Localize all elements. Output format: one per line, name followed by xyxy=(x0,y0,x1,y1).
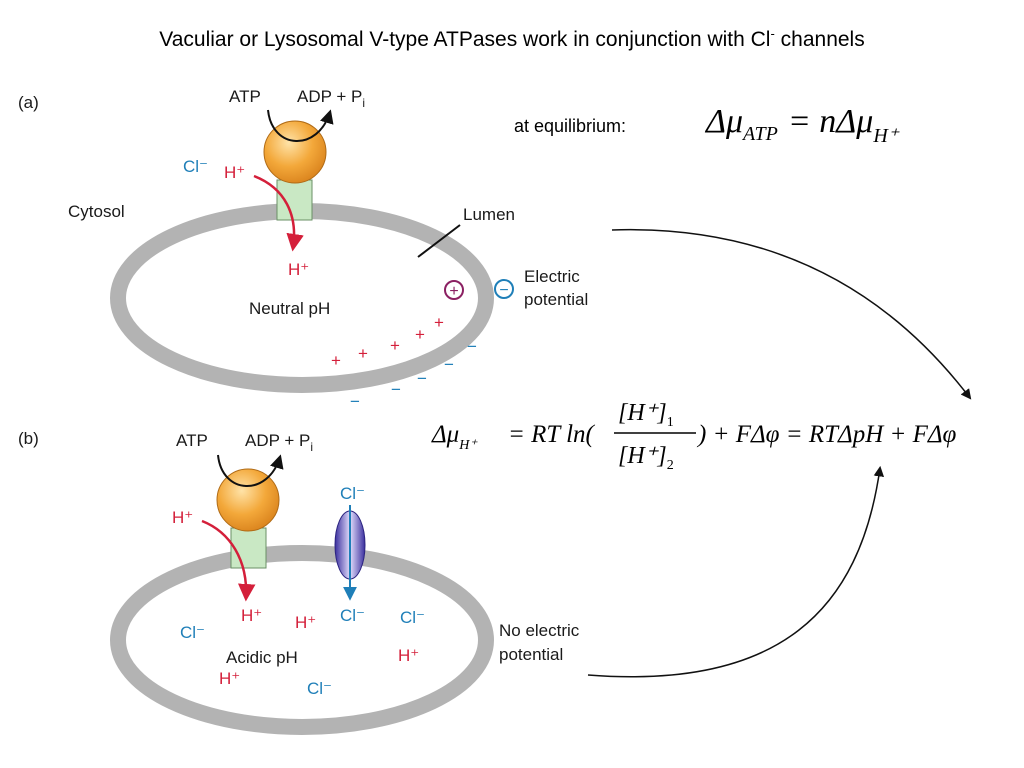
neutral-ph-label: Neutral pH xyxy=(249,299,330,318)
vesicle-a-membrane xyxy=(110,203,494,393)
pump-b-head xyxy=(216,468,280,532)
potential-label-a: potential xyxy=(524,290,588,309)
plus-sign-4: + xyxy=(415,325,425,344)
h-pump-inside-b: H⁺ xyxy=(241,606,262,625)
vesicle-b-membrane xyxy=(110,545,494,735)
no-electric-label: No electric xyxy=(499,621,580,640)
equation-2-numerator: [H⁺]1 xyxy=(618,400,674,430)
h-inside-a: H⁺ xyxy=(288,260,309,279)
lumen-label: Lumen xyxy=(463,205,515,224)
minus-sign-5: − xyxy=(467,337,477,356)
atp-a-label: ATP xyxy=(229,87,261,106)
h-inside-4: H⁺ xyxy=(219,669,240,688)
electric-label: Electric xyxy=(524,267,580,286)
equation-2-denominator: [H⁺]2 xyxy=(618,443,674,473)
equation-1: ΔμATP= nΔμH⁺ xyxy=(704,103,900,147)
pump-b-stalk xyxy=(230,527,267,569)
panel-a-label: (a) xyxy=(18,93,39,112)
cytosol-label: Cytosol xyxy=(68,202,125,221)
atp-hydrolysis-arrow-a xyxy=(267,109,334,142)
lumen-pointer xyxy=(417,224,461,258)
adp-a-label: ADP + Pi xyxy=(297,87,365,110)
h-inside-2: H⁺ xyxy=(295,613,316,632)
cl-inside-3: Cl⁻ xyxy=(307,679,332,698)
h-outside-b: H⁺ xyxy=(172,508,193,527)
equation-2-mid: = RT ln( xyxy=(508,421,596,448)
atp-b-label: ATP xyxy=(176,431,208,450)
plus-charge-icon xyxy=(444,280,464,300)
equation-2-lhs: ΔμH⁺ xyxy=(431,421,478,453)
connector-arrow-bottom xyxy=(587,465,885,678)
cl-channel-bottom: Cl⁻ xyxy=(340,606,365,625)
cl-channel-top: Cl⁻ xyxy=(340,484,365,503)
h-outside-a: H⁺ xyxy=(224,163,245,182)
cl-inside-2: Cl⁻ xyxy=(400,608,425,627)
minus-charge-icon xyxy=(494,279,514,299)
minus-sign-1: − xyxy=(350,392,360,411)
minus-sign-4: − xyxy=(444,355,454,374)
plus-sign-1: + xyxy=(331,351,341,370)
connector-arrow-top xyxy=(611,228,972,400)
slide-title: Vaculiar or Lysosomal V-type ATPases wor… xyxy=(159,26,865,51)
potential-label-b: potential xyxy=(499,645,563,664)
equilibrium-label: at equilibrium: xyxy=(514,116,626,136)
h-inside-3: H⁺ xyxy=(398,646,419,665)
atp-hydrolysis-arrow-b xyxy=(217,454,284,487)
cl-inside-1: Cl⁻ xyxy=(180,623,205,642)
adp-b-label: ADP + Pi xyxy=(245,431,313,454)
plus-sign-5: + xyxy=(434,313,444,332)
acidic-ph-label: Acidic pH xyxy=(226,648,298,667)
panel-b-label: (b) xyxy=(18,429,39,448)
minus-sign-2: − xyxy=(391,380,401,399)
plus-sign-3: + xyxy=(390,336,400,355)
minus-sign-3: − xyxy=(417,369,427,388)
equation-2-rest: ) + FΔφ = RTΔpH + FΔφ xyxy=(696,421,957,448)
minus-charge-symbol: − xyxy=(499,282,508,299)
plus-charge-symbol: + xyxy=(449,283,458,300)
proton-arrow-b xyxy=(201,519,256,602)
pump-a-stalk xyxy=(276,179,313,221)
pump-a-head xyxy=(263,120,327,184)
cl-outside-a: Cl⁻ xyxy=(183,157,208,176)
proton-arrow-a xyxy=(253,174,304,252)
plus-sign-2: + xyxy=(358,344,368,363)
